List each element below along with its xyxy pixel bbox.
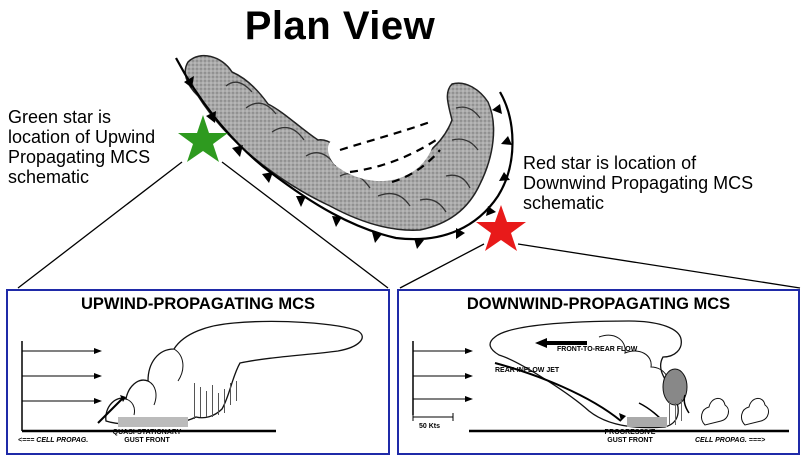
upwind-panel: UPWIND-PROPAGATING MCS <=== CELL PROPAG.…	[6, 289, 390, 455]
red-star-icon	[476, 205, 526, 251]
connector-lines	[17, 161, 801, 289]
page-title: Plan View	[244, 4, 436, 48]
downwind-panel-title: DOWNWIND-PROPAGATING MCS	[466, 295, 731, 313]
green-star-note: Green star is location of Upwind Propaga…	[8, 107, 156, 187]
mcs-cloud-shield	[184, 54, 495, 231]
gust-front-line	[175, 57, 514, 249]
red-star-note: Red star is location of Downwind Propaga…	[523, 153, 754, 213]
green-star-icon	[178, 115, 228, 162]
downwind-front-label: PROGRESSIVE GUST FRONT	[604, 429, 656, 444]
upwind-cell-propag-label: <=== CELL PROPAG.	[18, 437, 89, 444]
downwind-cell-propag-label: CELL PROPAG. ===>	[695, 437, 766, 444]
downwind-schematic	[412, 320, 789, 433]
downwind-panel: DOWNWIND-PROPAGATING MCS FRONT-TO-REAR	[397, 289, 800, 455]
rear-inflow-jet-label: REAR INFLOW JET	[495, 367, 560, 374]
upwind-schematic	[21, 320, 363, 433]
scale-label: 50 Kts	[419, 423, 441, 430]
upwind-front-label: QUASI-STATIONARY GUST FRONT	[112, 429, 182, 444]
upwind-panel-title: UPWIND-PROPAGATING MCS	[80, 295, 316, 313]
front-to-rear-label: FRONT-TO-REAR FLOW	[557, 346, 638, 353]
